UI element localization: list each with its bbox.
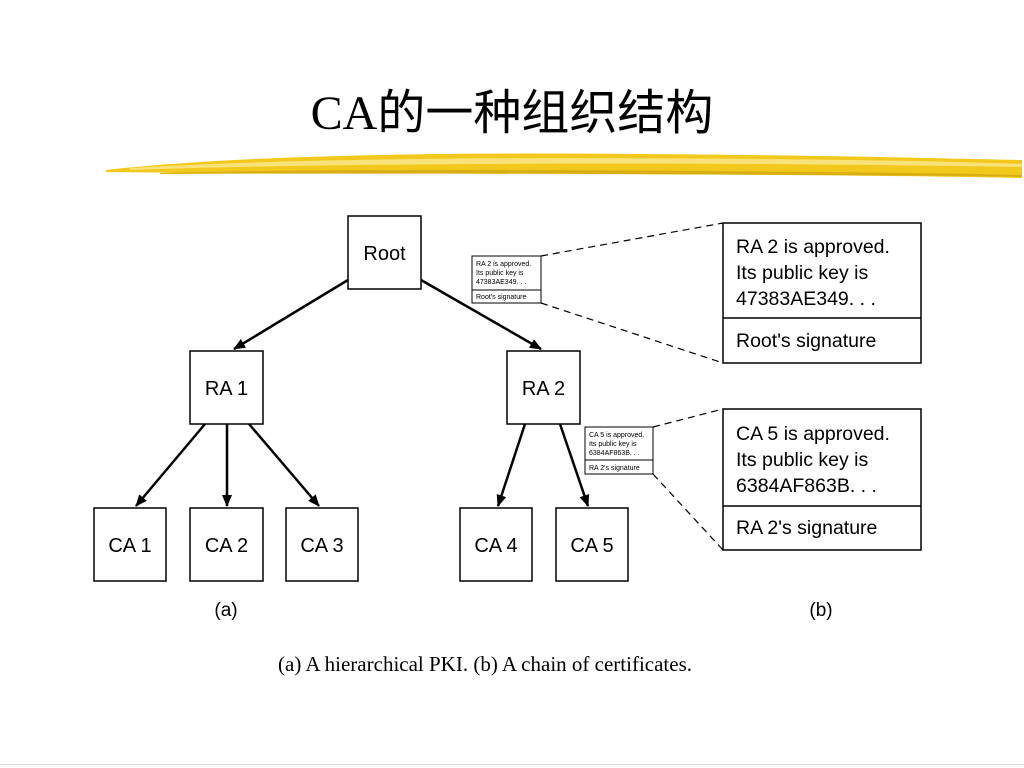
zoom-line-1-bottom [540, 302, 724, 364]
node-ca4 [459, 507, 533, 582]
node-ca5 [555, 507, 629, 582]
certificate-2-signature: RA 2's signature [736, 517, 877, 539]
node-ca1 [93, 507, 167, 582]
tree-edges [135, 278, 590, 507]
certificate-1-line-3: 47383AE349. . . [736, 288, 876, 310]
node-ca2 [189, 507, 264, 582]
zoom-connectors [540, 222, 724, 551]
mini-cert-2-line-3: 6384AF863B. . . [589, 450, 640, 457]
edge-root-ra1 [233, 278, 349, 351]
edge-root-ra2 [420, 278, 542, 351]
slide-title: CA的一种组织结构 [310, 87, 714, 140]
zoom-line-1-top [540, 222, 724, 257]
yellow-brush-stroke [106, 153, 1022, 178]
certificate-1-line-2: Its public key is [736, 262, 868, 284]
brush-stroke-highlight [130, 158, 1022, 170]
certificate-1-signature: Root's signature [736, 330, 876, 352]
mini-cert-2-line-1: CA 5 is approved. [589, 432, 644, 439]
node-ca5-label: CA 5 [570, 535, 613, 557]
certificate-1-box [722, 222, 922, 364]
certificate-1: RA 2 is approved. Its public key is 4738… [722, 222, 922, 364]
edge-ra2-ca5 [558, 423, 590, 507]
mini-cert-1-line-1: RA 2 is approved. [476, 261, 531, 268]
zoom-line-2-top [652, 408, 724, 428]
certificate-2: CA 5 is approved. Its public key is 6384… [722, 408, 922, 551]
sub-label-a: (a) [214, 600, 237, 621]
mini-cert-1-signature: Root's signature [476, 294, 526, 301]
node-ra2-label: RA 2 [522, 378, 565, 400]
edge-ra2-ca4 [496, 423, 527, 507]
node-root [347, 215, 422, 290]
certificate-2-line-2: Its public key is [736, 449, 868, 471]
mini-cert-2: CA 5 is approved. Its public key is 6384… [584, 426, 654, 475]
figure-caption: (a) A hierarchical PKI. (b) A chain of c… [278, 652, 692, 676]
node-ca1-label: CA 1 [108, 535, 151, 557]
mini-cert-1-line-2: Its public key is [476, 270, 524, 277]
mini-cert-2-box [584, 426, 654, 475]
certificate-2-line-1: CA 5 is approved. [736, 423, 890, 445]
certificate-2-box [722, 408, 922, 551]
sub-label-b: (b) [809, 600, 832, 621]
mini-cert-2-line-2: Its public key is [589, 441, 637, 448]
mini-cert-1-line-3: 47383AE349. . . [476, 279, 526, 286]
tree-node-labels: Root RA 1 RA 2 CA 1 CA 2 CA 3 CA 4 CA 5 [108, 243, 613, 557]
mini-cert-1: RA 2 is approved. Its public key is 4738… [471, 255, 542, 304]
zoom-line-2-bottom [652, 473, 724, 551]
mini-cert-1-box [471, 255, 542, 304]
node-root-label: Root [363, 243, 406, 265]
certificate-1-line-1: RA 2 is approved. [736, 236, 890, 258]
node-ca4-label: CA 4 [474, 535, 517, 557]
certificate-2-line-3: 6384AF863B. . . [736, 475, 877, 497]
node-ra2 [506, 350, 581, 425]
node-ca3 [285, 507, 359, 582]
brush-stroke-shadow [160, 169, 1022, 177]
edge-ra1-ca3 [248, 423, 320, 507]
tree-nodes [93, 215, 629, 582]
node-ra1-label: RA 1 [205, 378, 248, 400]
bottom-divider [0, 764, 1024, 765]
node-ra1 [189, 350, 264, 425]
mini-cert-2-signature: RA 2's signature [589, 465, 640, 472]
node-ca3-label: CA 3 [300, 535, 343, 557]
node-ca2-label: CA 2 [205, 535, 248, 557]
edge-ra1-ca1 [135, 423, 206, 507]
